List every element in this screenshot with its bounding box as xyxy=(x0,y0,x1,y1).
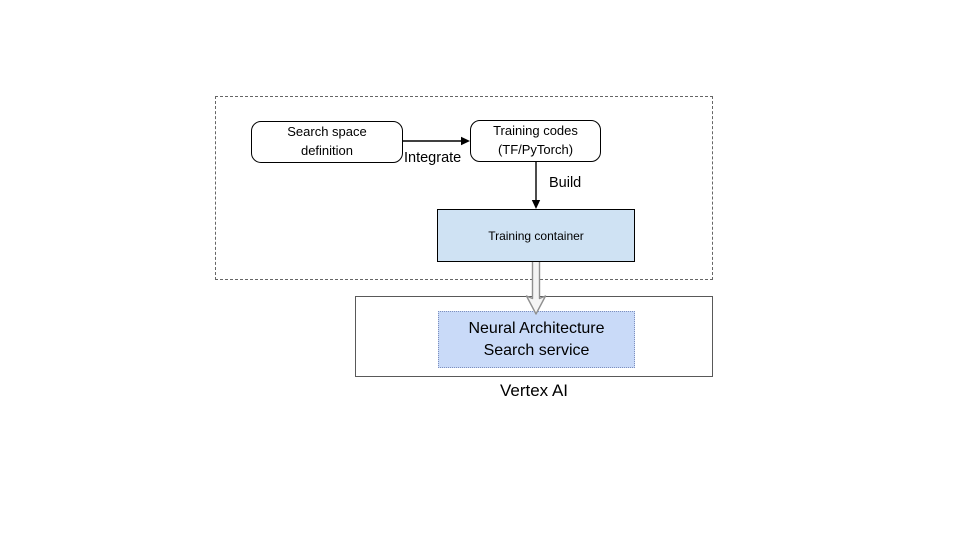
nas-service-line1: Neural Architecture xyxy=(468,319,605,337)
integrate-edge-label: Integrate xyxy=(404,150,462,166)
build-edge-label: Build xyxy=(549,175,582,191)
training-container-label: Training container xyxy=(488,228,584,243)
vertex-ai-label: Vertex AI xyxy=(499,381,569,400)
training-codes-line1: Training codes xyxy=(493,123,578,139)
search-space-line1: Search space xyxy=(287,124,367,140)
nas-service-box: Neural Architecture Search service xyxy=(438,311,635,368)
nas-service-line2: Search service xyxy=(483,341,590,359)
training-codes-box: Training codes (TF/PyTorch) xyxy=(470,120,601,162)
search-space-line2: definition xyxy=(300,143,354,158)
search-space-definition-box: Search space definition xyxy=(251,121,403,163)
training-container-box: Training container xyxy=(437,209,635,262)
training-codes-line2: (TF/PyTorch) xyxy=(497,142,574,157)
development-region xyxy=(215,96,713,280)
